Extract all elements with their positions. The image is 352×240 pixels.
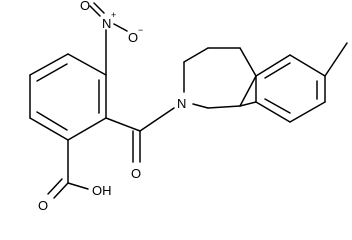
amide-carbonyl: O [105,107,175,181]
nitro-o-double-label: O [80,0,90,13]
nitro-group: N + O − O [80,0,143,76]
nitro-o-minus-label: O [128,30,138,45]
nitro-o-minus-charge: − [138,25,143,35]
acid-oh-label: OH [92,183,112,198]
carboxylic-acid: OH O [38,139,112,213]
saturated-ring: N [177,47,257,111]
fused-benzene-ring [239,54,326,123]
molecule-structure: N + O − O O OH O N [29,0,348,213]
amide-n-label: N [177,96,186,111]
acid-o-label: O [38,198,48,213]
nitro-n-charge: + [111,10,116,20]
benzene-ring [29,53,107,141]
carbonyl-o-label: O [131,166,141,181]
nitro-n-label: N [102,16,111,31]
methyl-group [324,42,348,77]
